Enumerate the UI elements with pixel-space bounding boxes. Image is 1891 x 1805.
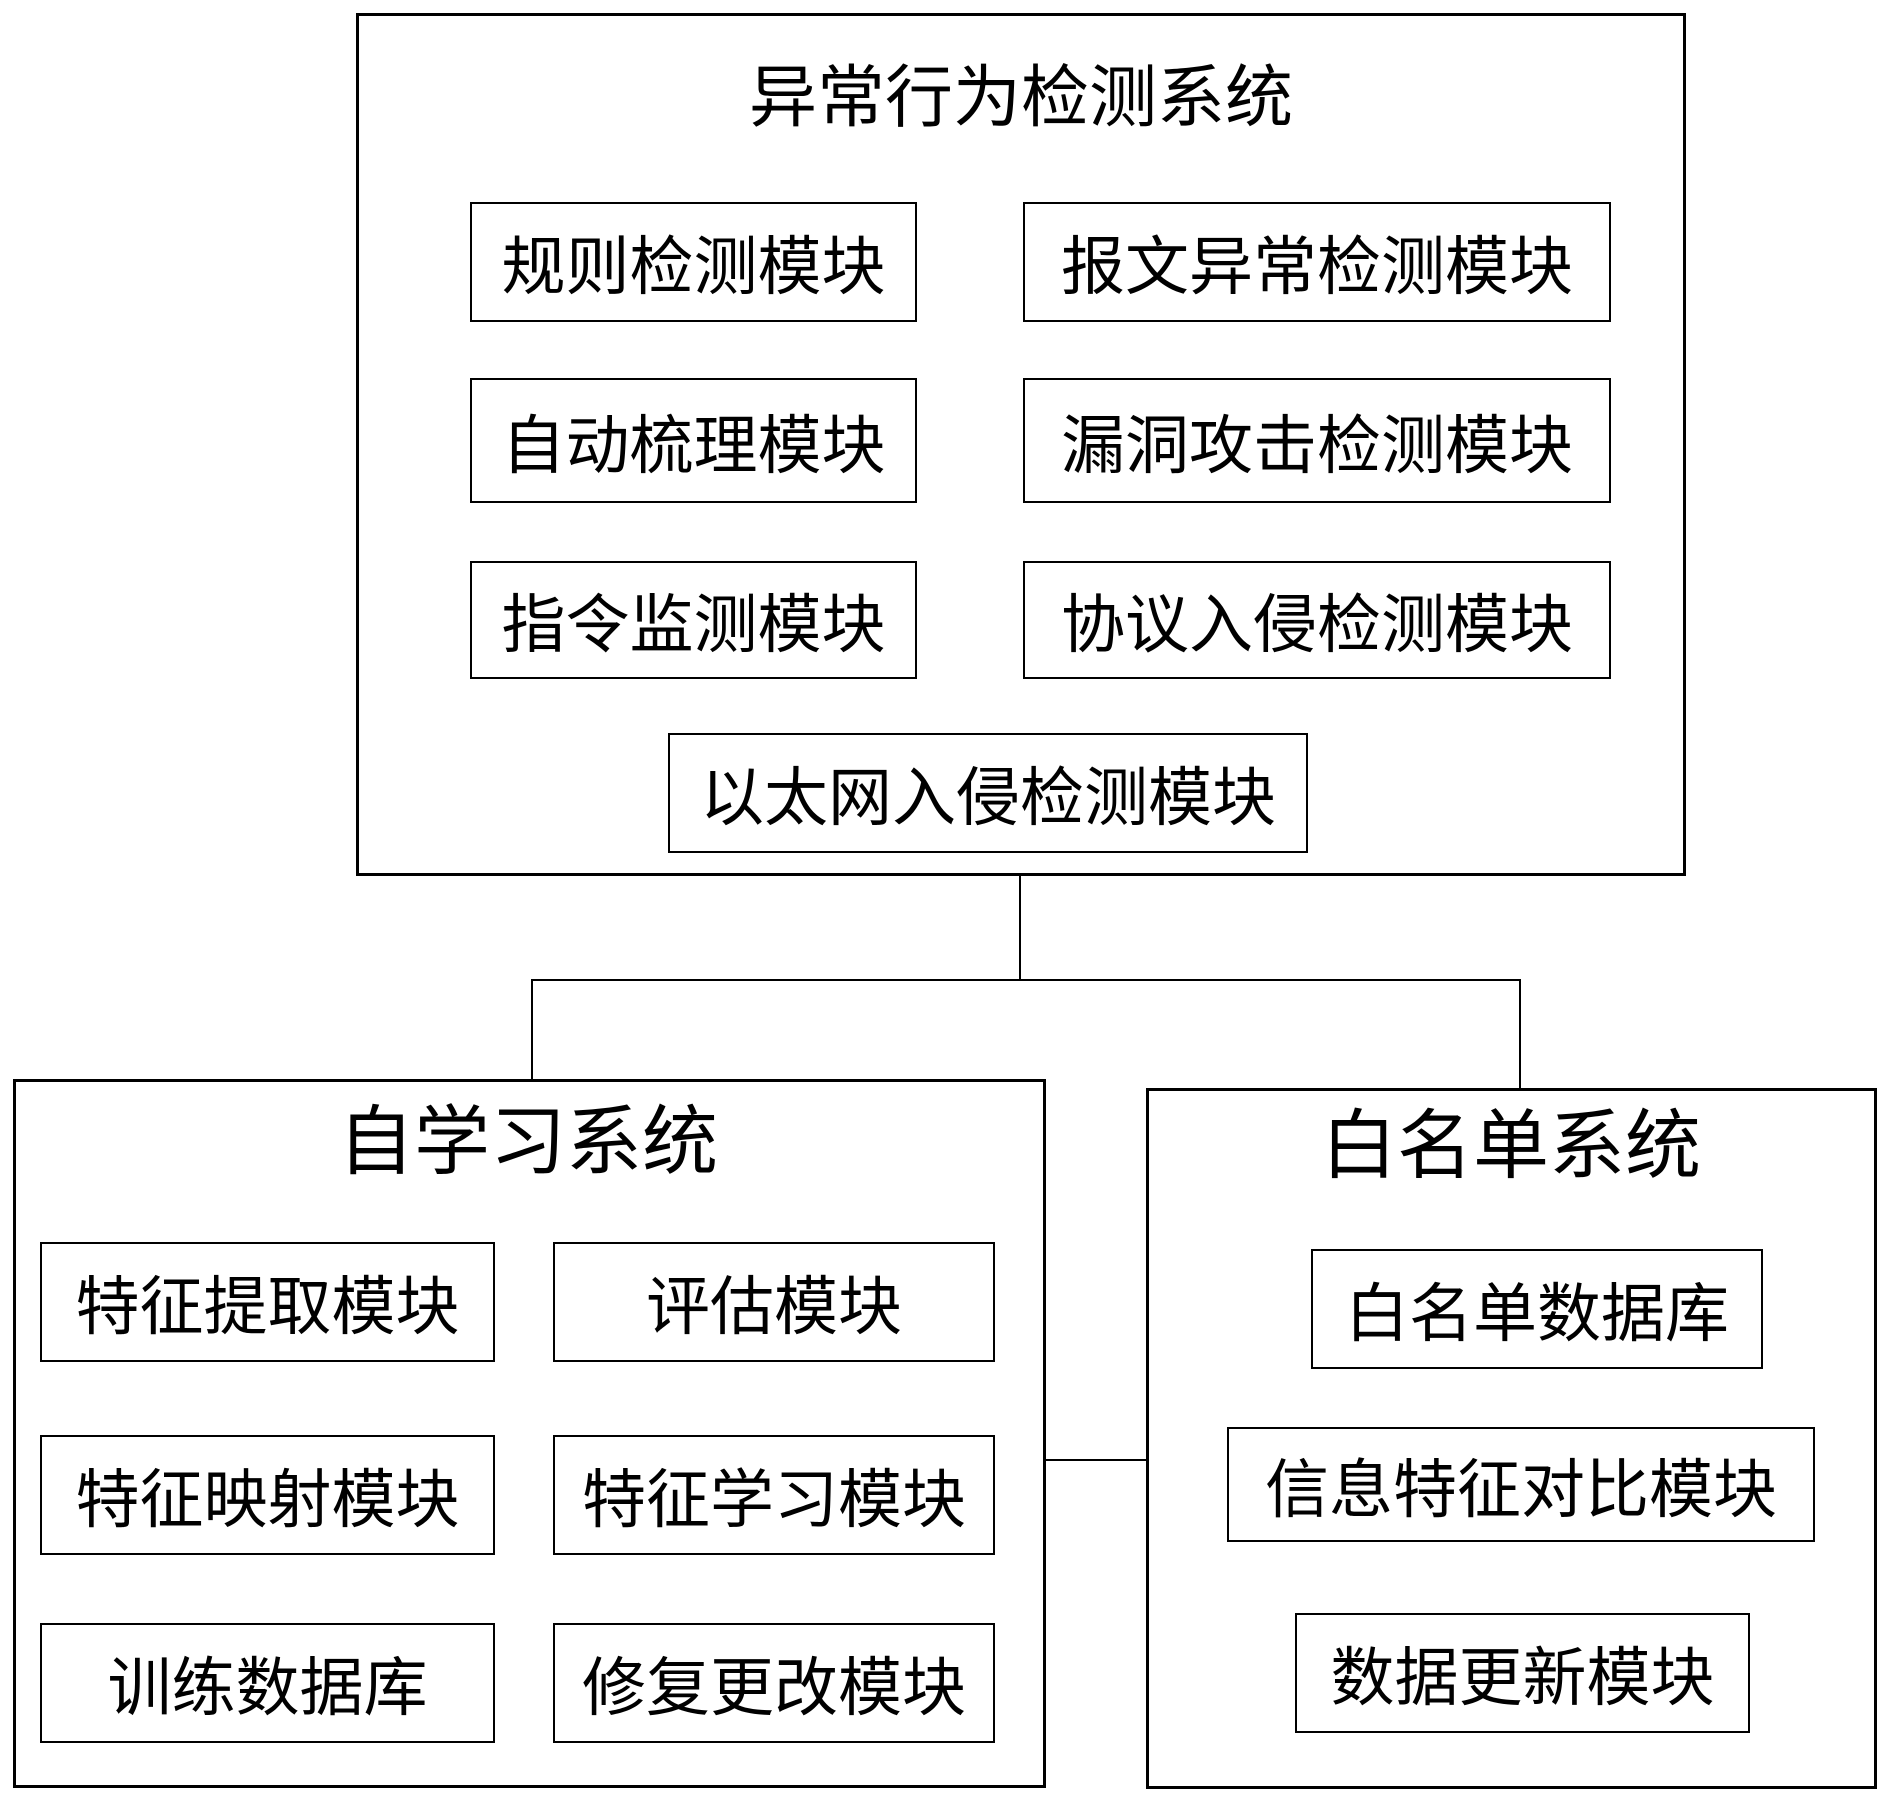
module-box-vulnerability-attack-detection: 漏洞攻击检测模块 — [1023, 378, 1611, 503]
module-box-training-database: 训练数据库 — [40, 1623, 495, 1743]
module-box-whitelist-database: 白名单数据库 — [1311, 1249, 1763, 1369]
module-box-command-monitoring: 指令监测模块 — [470, 561, 917, 679]
module-box-protocol-intrusion-detection: 协议入侵检测模块 — [1023, 561, 1611, 679]
module-box-evaluation: 评估模块 — [553, 1242, 995, 1362]
module-box-repair-change: 修复更改模块 — [553, 1623, 995, 1743]
module-box-feature-learning: 特征学习模块 — [553, 1435, 995, 1555]
system-title-behavior-detection: 异常行为检测系统 — [748, 60, 1293, 136]
connector-link-between-bottom-systems — [1046, 1459, 1146, 1461]
connector-stem-from-top-box — [1019, 876, 1021, 981]
module-box-ethernet-intrusion-detection: 以太网入侵检测模块 — [668, 733, 1308, 853]
module-box-auto-sorting: 自动梳理模块 — [470, 378, 917, 503]
module-box-feature-extraction: 特征提取模块 — [40, 1242, 495, 1362]
system-title-self-learning: 自学习系统 — [338, 1101, 718, 1185]
connector-horizontal-bar — [531, 979, 1521, 981]
module-box-rule-detection: 规则检测模块 — [470, 202, 917, 322]
module-box-packet-anomaly-detection: 报文异常检测模块 — [1023, 202, 1611, 322]
system-title-whitelist: 白名单系统 — [1321, 1105, 1701, 1189]
connector-drop-left — [531, 979, 533, 1081]
connector-drop-right — [1519, 979, 1521, 1090]
module-box-data-update: 数据更新模块 — [1295, 1613, 1750, 1733]
module-box-info-feature-comparison: 信息特征对比模块 — [1227, 1427, 1815, 1542]
module-box-feature-mapping: 特征映射模块 — [40, 1435, 495, 1555]
